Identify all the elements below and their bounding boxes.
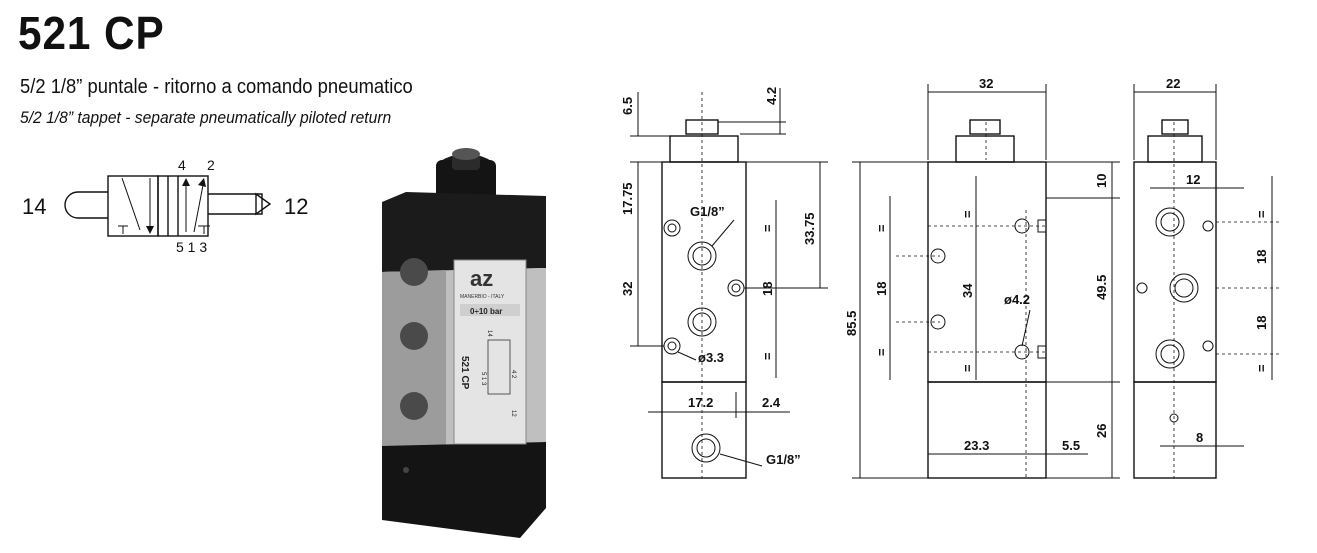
dim-eq-b: = <box>760 352 775 360</box>
symbol-port-12: 12 <box>284 194 308 219</box>
symbol-box-right <box>157 175 209 237</box>
dim-eq-side-b: = <box>874 348 889 356</box>
photo-ports-42: 4 2 <box>510 370 516 379</box>
dim-eq-rear-a: = <box>1254 210 1269 218</box>
photo-brand: az <box>470 266 493 291</box>
dim-10: 10 <box>1094 174 1109 188</box>
subtitle-italian: 5/2 1/8” puntale - ritorno a comando pne… <box>20 76 413 98</box>
photo-brand-sub: MANERBIO - ITALY <box>460 294 505 300</box>
dim-18-side: 18 <box>874 282 889 296</box>
dim-8: 8 <box>1196 430 1203 445</box>
dim-6-5: 6.5 <box>620 97 635 115</box>
dim-eq-rear-b: = <box>1254 364 1269 372</box>
pilot-right-icon <box>208 193 263 215</box>
photo-port-14: 14 <box>486 330 492 337</box>
dim-85-5: 85.5 <box>844 311 859 336</box>
dim-17-75: 17.75 <box>620 182 635 215</box>
dim-12: 12 <box>1186 172 1200 187</box>
side-view: 32 85.5 = 18 = = 34 = 10 49.5 26 ø4.2 23… <box>844 76 1120 479</box>
symbol-port-513: 5 1 3 <box>176 239 207 255</box>
dim-18-rear-1: 18 <box>1254 250 1269 264</box>
symbol-port-4: 4 <box>178 157 186 173</box>
symbol-port-2: 2 <box>207 157 215 173</box>
symbol-port-14: 14 <box>22 194 46 219</box>
dim-18-front: 18 <box>760 282 775 296</box>
subtitle-english: 5/2 1/8” tappet - separate pneumatically… <box>20 108 392 127</box>
thread-bottom: G1/8” <box>766 452 801 467</box>
photo-ports-513: 5 1 3 <box>480 372 486 386</box>
dim-eq-side-d: = <box>960 364 975 372</box>
dim-33-75: 33.75 <box>802 212 817 245</box>
dim-26: 26 <box>1094 424 1109 438</box>
dim-23-3: 23.3 <box>964 438 989 453</box>
dim-18-rear-2: 18 <box>1254 316 1269 330</box>
dim-eq-side-c: = <box>960 210 975 218</box>
front-view: 6.5 4.2 17.75 32 33.75 = 18 = G1/8” ø3.3… <box>620 87 828 479</box>
dim-49-5: 49.5 <box>1094 275 1109 300</box>
thread-top: G1/8” <box>690 204 725 219</box>
dim-32-width: 32 <box>979 76 993 91</box>
photo-port-12: 12 <box>510 410 516 417</box>
dim-34: 34 <box>960 283 975 298</box>
dim-4-2: 4.2 <box>764 87 779 105</box>
photo-pressure: 0÷10 bar <box>470 307 502 316</box>
rear-view: 22 12 = 18 18 = 8 <box>1133 76 1280 479</box>
valve-symbol: 14 4 2 5 1 3 12 <box>22 157 308 255</box>
dim-eq-a: = <box>760 224 775 232</box>
hole-4-2: ø4.2 <box>1004 292 1030 307</box>
pilot-left-icon <box>64 191 108 219</box>
product-photo: az MANERBIO - ITALY 0÷10 bar 521 CP 14 4… <box>382 148 546 538</box>
dim-eq-side-a: = <box>874 224 889 232</box>
dim-2-4: 2.4 <box>762 395 781 410</box>
dim-5-5: 5.5 <box>1062 438 1080 453</box>
hole-3-3: ø3.3 <box>698 350 724 365</box>
dim-32-vertical: 32 <box>620 282 635 296</box>
photo-model: 521 CP <box>459 356 470 390</box>
dim-22: 22 <box>1166 76 1180 91</box>
page-title: 521 CP <box>18 7 165 59</box>
dim-17-2: 17.2 <box>688 395 713 410</box>
